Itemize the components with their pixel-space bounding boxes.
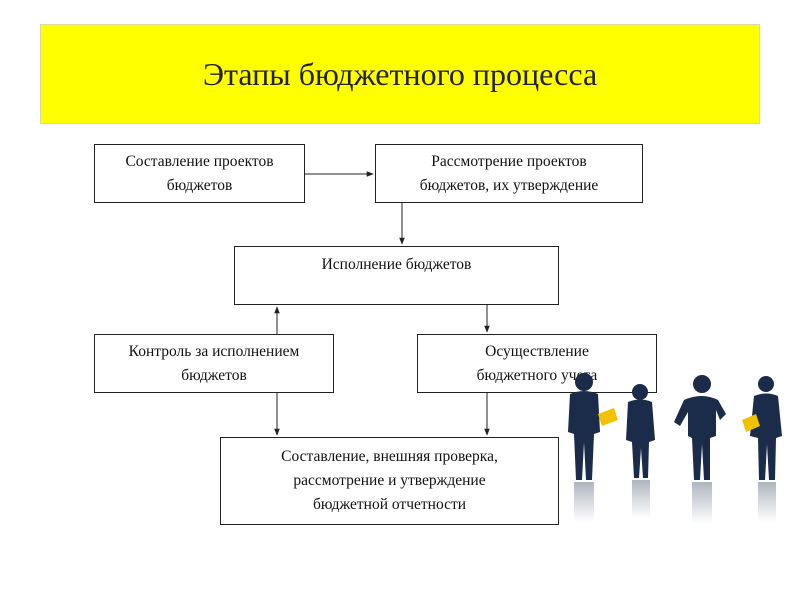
- node-label-line: бюджетов: [181, 366, 247, 384]
- person-silhouette-icon: [568, 373, 600, 480]
- node-budget-reporting: Составление, внешняя проверка, рассмотре…: [220, 437, 559, 525]
- node-label-line: бюджетного учета: [476, 366, 598, 384]
- node-label-line: Составление, внешняя проверка,: [281, 448, 498, 465]
- person-silhouette-icon: [626, 384, 655, 478]
- node-label-line: Исполнение бюджетов: [321, 256, 472, 273]
- node-label-line: Рассмотрение проектов: [431, 152, 587, 170]
- person-silhouette-icon: [750, 376, 782, 480]
- node-label-line: бюджетов, их утверждение: [419, 176, 599, 194]
- node-label-line: бюджетной отчетности: [312, 496, 467, 513]
- folder-icon: [742, 414, 760, 432]
- title-banner: Этапы бюджетного процесса: [40, 24, 760, 124]
- node-budget-accounting: Осуществление бюджетного учета: [417, 334, 657, 393]
- page-title: Этапы бюджетного процесса: [202, 55, 598, 92]
- node-label-line: рассмотрение и утверждение: [293, 472, 486, 489]
- business-people-silhouettes-icon: [568, 373, 782, 524]
- node-label-line: бюджетов: [166, 176, 233, 194]
- floor-reflection: [574, 480, 776, 524]
- node-label-line: Осуществление: [485, 342, 589, 360]
- node-label-line: Составление проектов: [125, 152, 274, 170]
- node-review-approve-budgets: Рассмотрение проектов бюджетов, их утвер…: [375, 144, 643, 203]
- node-compose-budgets: Составление проектов бюджетов: [94, 144, 305, 203]
- folder-icon: [598, 408, 618, 426]
- node-execution-control: Контроль за исполнением бюджетов: [94, 334, 334, 393]
- node-label-line: Контроль за исполнением: [128, 342, 300, 360]
- node-budget-execution: Исполнение бюджетов: [234, 246, 559, 305]
- person-silhouette-icon: [674, 375, 726, 480]
